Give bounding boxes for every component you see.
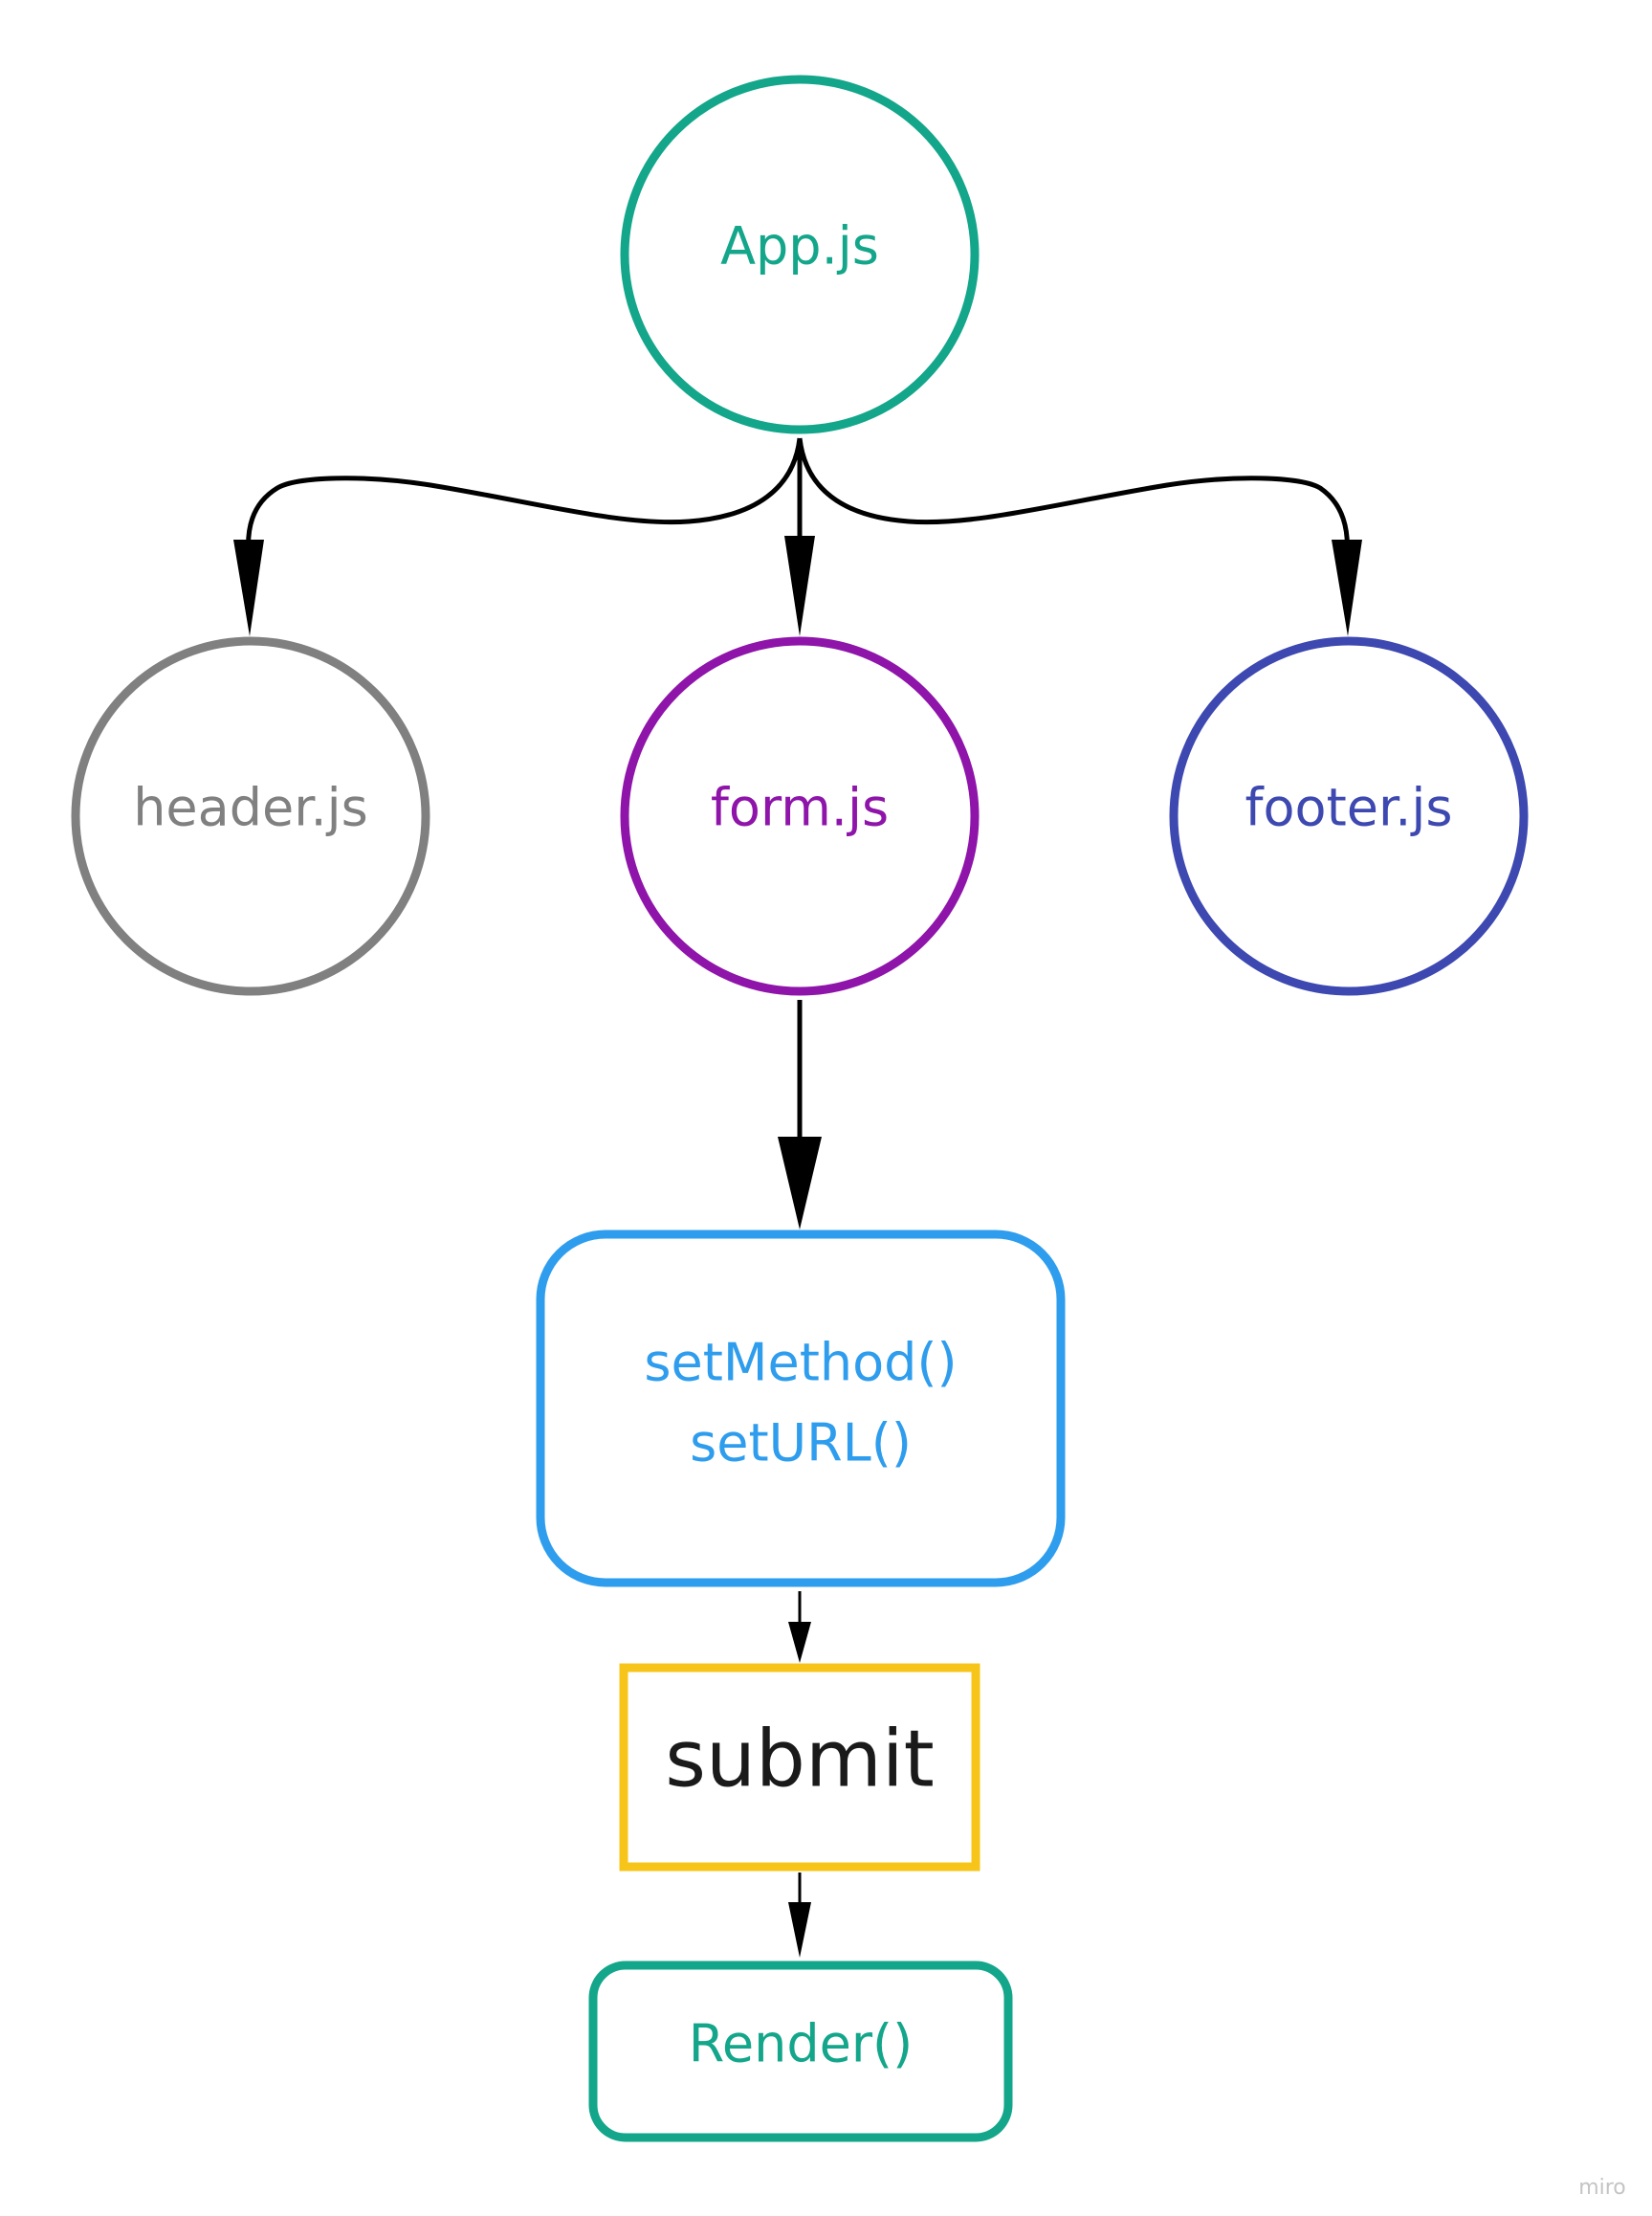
footer-circle [1169, 636, 1529, 996]
arrowhead-render [788, 1902, 811, 1958]
node-header[interactable]: header.js [71, 636, 430, 996]
form-circle [620, 636, 980, 996]
app-circle [620, 75, 980, 434]
node-form[interactable]: form.js [620, 636, 980, 996]
submit-label: submit [665, 1714, 935, 1805]
arrowheads [233, 536, 1362, 1958]
node-app[interactable]: App.js [620, 75, 980, 434]
arrowhead-setters [778, 1137, 822, 1230]
edges [246, 437, 1350, 1923]
miro-watermark: miro [1578, 2176, 1626, 2200]
submit-box [619, 1663, 980, 1872]
arrowhead-header [233, 540, 264, 636]
node-submit[interactable]: submit [619, 1663, 980, 1872]
form-label: form.js [711, 778, 889, 838]
setters-box [536, 1230, 1066, 1587]
header-label: header.js [133, 778, 368, 838]
arrowhead-submit [788, 1622, 811, 1663]
node-footer[interactable]: footer.js [1169, 636, 1529, 996]
arrowhead-footer [1332, 540, 1362, 636]
render-label: Render() [689, 2014, 913, 2074]
setters-label-url: setURL() [690, 1413, 912, 1474]
node-setters[interactable]: setMethod() setURL() [536, 1230, 1066, 1587]
footer-label: footer.js [1245, 778, 1452, 838]
arrowhead-form [784, 536, 815, 636]
edge-app-to-header [246, 437, 803, 556]
render-box [588, 1961, 1013, 2142]
app-label: App.js [720, 216, 879, 277]
header-circle [71, 636, 430, 996]
setters-label-method: setMethod() [644, 1333, 957, 1393]
node-render[interactable]: Render() [588, 1961, 1013, 2142]
edge-app-to-footer [797, 437, 1350, 556]
